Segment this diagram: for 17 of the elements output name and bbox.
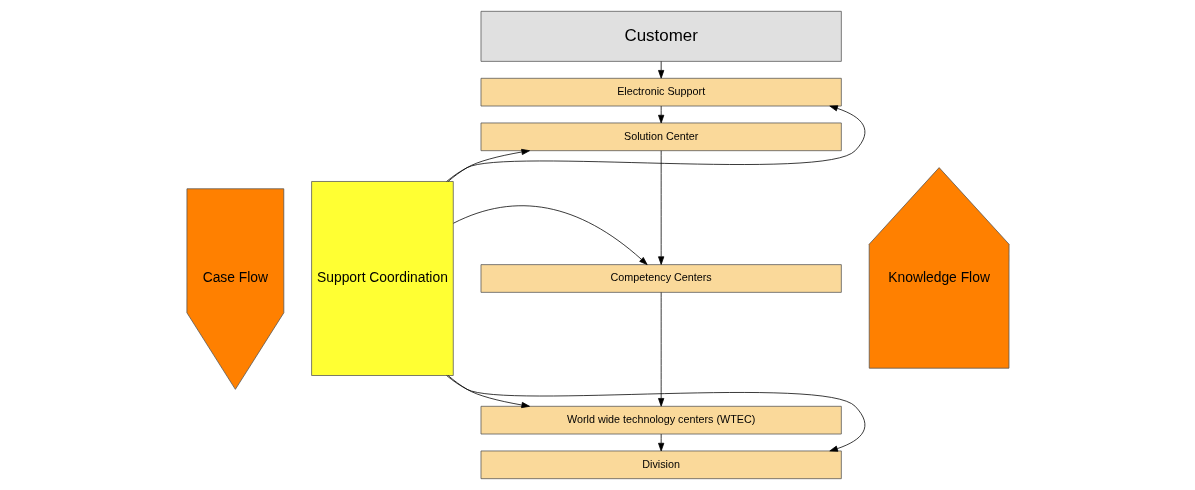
node-box: Customer [480,10,842,62]
arrow [657,105,664,124]
arrow [657,292,664,407]
arrow [445,105,865,182]
node-box: Competency Centers [480,264,842,293]
node-box: Electronic Support [480,77,842,107]
arrow [657,150,664,265]
arrow [657,61,664,79]
arrow [447,148,530,182]
node-box: Solution Center [480,122,842,152]
arrow [657,433,664,452]
arrow [447,375,530,409]
node-box: World wide technology centers (WTEC) [480,405,842,435]
node-box: Division [480,450,842,480]
arrow [445,375,865,452]
arrow [452,205,648,265]
node-box: Support Coordination [310,181,454,376]
